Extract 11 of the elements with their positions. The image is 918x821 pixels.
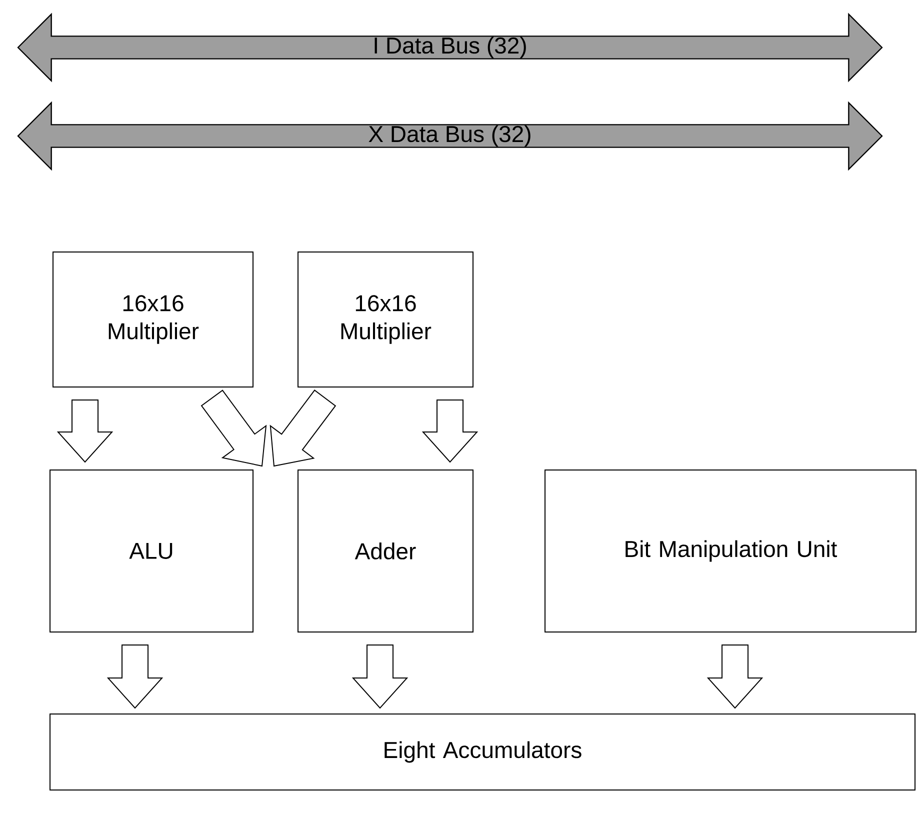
unit-box: Bit Manipulation Unit [544,470,916,632]
unit-box: 16x16 Multiplier [298,252,474,388]
block-arrow [706,644,764,709]
block-arrow [106,644,164,709]
unit-box: ALU [50,470,254,632]
block-arrow [56,400,114,463]
block-arrow [352,644,408,709]
unit-box: Eight Accumulators [50,714,916,790]
unit-box: Adder [298,470,474,632]
block-arrow [422,400,478,463]
unit-box: 16x16 Multiplier [52,252,254,388]
